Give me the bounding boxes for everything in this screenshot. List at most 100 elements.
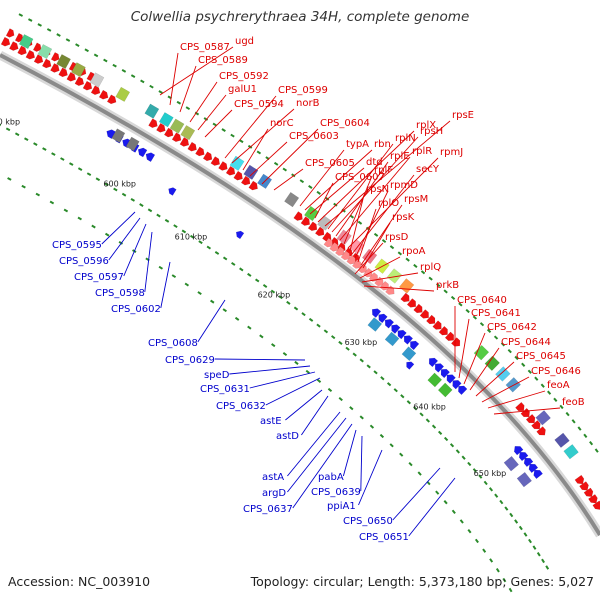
outer-tick-track [308, 185, 313, 189]
gene-label-cps_0604: CPS_0604 [320, 118, 370, 129]
feature-block [336, 229, 352, 245]
forward-cds [240, 175, 251, 186]
forward-label-line [493, 407, 561, 415]
forward-cds [233, 170, 243, 181]
ribosomal-cds [340, 250, 351, 261]
outer-tick-track [547, 390, 552, 395]
feature-block [180, 124, 196, 141]
reverse-label-line [108, 217, 141, 261]
outer-tick-track [185, 106, 191, 111]
forward-cds [74, 76, 85, 87]
inner-tick-track [444, 436, 449, 442]
gene-label-galu1: galU1 [228, 84, 257, 95]
reverse-cds [533, 469, 543, 480]
inner-tick-track [419, 412, 424, 417]
reverse-cds [397, 329, 407, 340]
inner-tick-track-2 [399, 452, 404, 457]
forward-cds-outer [50, 52, 60, 62]
outer-tick-track [436, 282, 441, 288]
outer-tick-track [282, 167, 287, 172]
reverse-feature [384, 331, 400, 347]
feature-block [484, 355, 501, 372]
outer-tick-track [405, 257, 410, 262]
forward-label-line [475, 361, 515, 397]
forward-cds [218, 161, 228, 171]
gene-label-rplq: rplQ [420, 262, 441, 273]
reverse-cds-single [406, 361, 415, 370]
forward-label-line [469, 347, 500, 391]
inner-tick-track-2 [259, 334, 264, 339]
gene-label-rpmd: rpmD [390, 180, 418, 191]
forward-cds [187, 141, 197, 152]
gene-label-rpln: rplN [395, 133, 416, 144]
reverse-label-line [144, 231, 153, 293]
forward-cds [50, 62, 60, 73]
forward-cds [179, 137, 190, 147]
reverse-label-line [287, 411, 341, 477]
forward-label-line [309, 167, 365, 215]
feature-block [386, 268, 403, 284]
kbp-label: 620 kbp [258, 291, 291, 300]
gene-label-cps_0587: CPS_0587 [180, 42, 230, 53]
outer-tick-track [534, 376, 539, 381]
forward-label-line [159, 46, 234, 96]
outer-tick-track [46, 28, 52, 32]
reverse-cds [518, 451, 529, 462]
feature-block [115, 86, 131, 102]
gene-label-cps_0651: CPS_0651 [359, 532, 409, 543]
forward-cds [225, 165, 236, 176]
reverse-feature [427, 372, 443, 388]
outer-tick-track [140, 79, 145, 84]
forward-label-line [354, 190, 389, 259]
reverse-cds [452, 380, 462, 390]
outer-tick-track [507, 348, 512, 354]
forward-cds [314, 226, 325, 237]
forward-cds [25, 49, 36, 60]
reverse-cds [440, 368, 451, 379]
forward-cds [106, 94, 117, 105]
forward-label-line [327, 143, 394, 230]
forward-cds [592, 500, 600, 510]
inner-tick-track [478, 474, 483, 479]
outer-tick-track [149, 84, 154, 89]
outer-tick-track [521, 362, 526, 367]
reverse-label-line [285, 389, 323, 421]
ribosomal-cds [329, 241, 339, 252]
inner-tick-track [488, 487, 494, 492]
outer-tick-track [559, 404, 564, 410]
inner-tick-track-2 [327, 387, 333, 393]
outer-tick-track [256, 150, 262, 155]
feature-block [535, 410, 551, 426]
outer-tick-track [465, 308, 470, 314]
gene-label-rplr: rplR [412, 146, 432, 157]
reverse-label-line [301, 395, 329, 436]
reverse-cds [458, 385, 468, 396]
inner-tick-track-2 [294, 360, 299, 365]
forward-cds [579, 481, 589, 491]
outer-tick-track [381, 239, 387, 244]
gene-label-cps_0646: CPS_0646 [531, 366, 581, 377]
feature-block [144, 103, 160, 119]
gene-label-cps_0637: CPS_0637 [243, 504, 293, 515]
inner-tick-track-2 [502, 577, 507, 583]
inner-tick-track [359, 358, 364, 363]
forward-label-line [335, 161, 389, 237]
inner-tick-track [523, 532, 528, 537]
forward-cds [90, 85, 101, 96]
forward-label-line [169, 52, 179, 106]
inner-tick-track [331, 335, 336, 340]
gene-label-sped: speD [204, 370, 230, 381]
gene-label-norc: norC [270, 118, 294, 129]
outer-tick-track [527, 369, 532, 374]
ribosomal-cds [368, 272, 379, 282]
forward-cds-outer [32, 42, 42, 52]
forward-cds [444, 331, 455, 342]
forward-label-line [463, 332, 486, 385]
inner-tick-track [198, 240, 203, 245]
reverse-label-line [292, 423, 353, 509]
forward-cds [531, 420, 541, 430]
gene-label-rplf: rplF [374, 165, 393, 176]
inner-tick-track-2 [417, 471, 422, 476]
outer-tick-track [514, 355, 519, 361]
